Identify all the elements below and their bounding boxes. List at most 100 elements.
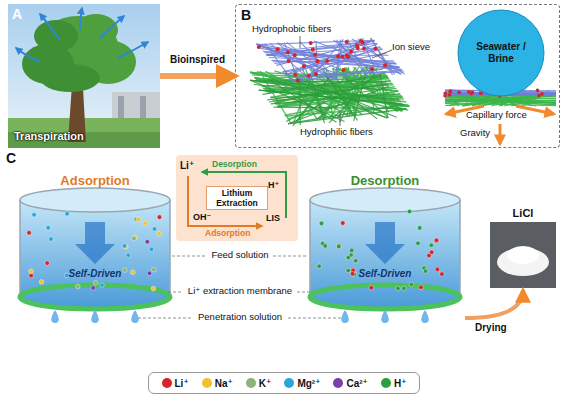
ion-dot [49, 237, 54, 242]
ion-sieve-particle [325, 59, 329, 63]
ion-sieve-particle [449, 89, 453, 93]
label: Hydrophobic fibers [252, 24, 331, 35]
ion-dot [416, 241, 421, 246]
node-text: Lithium Extraction [206, 186, 268, 210]
fiber [288, 109, 407, 124]
leader-line [288, 318, 342, 319]
label: Gravity [460, 128, 490, 139]
ion-dot [323, 244, 328, 249]
droplet [51, 310, 59, 323]
ion-dot [353, 259, 358, 264]
ion-dot [396, 286, 401, 291]
ion-dot [434, 238, 439, 243]
node-text: Self-Driven [15, 268, 175, 280]
legend-item: Ca²⁺ [333, 378, 367, 389]
fiber [260, 48, 402, 70]
ion-sieve-particle [383, 63, 387, 67]
ion-sieve-particle [293, 73, 297, 77]
ion-sieve-particle [287, 59, 291, 63]
ion-sieve-particle [311, 48, 315, 52]
fiber [288, 86, 389, 124]
label: Li⁺ extraction membrane [180, 286, 300, 297]
ion-dot [76, 284, 81, 289]
adsorption-arrow [188, 176, 262, 226]
droplet [91, 310, 99, 323]
legend-text: K⁺ [259, 378, 272, 389]
leader-line [372, 50, 392, 58]
label: Li⁺ [180, 160, 194, 172]
legend-text: Li⁺ [175, 378, 189, 389]
leader-line [273, 256, 308, 257]
ion-sieve-particle [467, 90, 471, 94]
ion-dot [417, 226, 422, 231]
ion-dot [122, 268, 127, 273]
label: C [6, 150, 16, 166]
ion-sieve-particle [307, 74, 311, 78]
fiber [445, 103, 556, 105]
fiber [296, 78, 397, 117]
leader-line [172, 256, 207, 257]
label: Hydrophilic fibers [300, 127, 373, 138]
node-box: DesorptionSelf-Driven [305, 170, 465, 335]
ion-sieve-particle [341, 55, 345, 59]
ion-dot [427, 253, 432, 258]
ion-dot [122, 244, 127, 249]
ion-dot [402, 286, 407, 291]
ion-dot [350, 272, 355, 277]
ion-dot [157, 215, 162, 220]
node-box: ATranspiration [8, 4, 160, 148]
legend-swatch [246, 378, 256, 388]
tank-rim [310, 188, 460, 212]
ion-dot [132, 236, 137, 241]
ion-dot [149, 247, 154, 252]
tree-canopy [40, 64, 100, 92]
tank-wall [19, 200, 21, 297]
ion-sieve-particle [314, 72, 318, 76]
ion-sieve-particle [448, 93, 452, 97]
ion-dot [45, 261, 50, 266]
ion-dot [100, 283, 105, 288]
ion-sieve-particle [471, 91, 475, 95]
legend-item: Li⁺ [162, 378, 189, 389]
ion-sieve-particle [257, 45, 261, 49]
leader-line [138, 318, 192, 319]
legend-text: Ca²⁺ [346, 378, 367, 389]
tank-wall [309, 200, 311, 297]
ion-dot [152, 267, 157, 272]
ion-sieve-particle [536, 89, 540, 93]
legend-item: Na⁺ [202, 378, 233, 389]
transpiration-arrow [118, 42, 148, 58]
ion-sieve-particle [359, 39, 363, 43]
tank-liquid [20, 200, 170, 308]
ion-dot [64, 273, 69, 278]
ion-dot [435, 267, 440, 272]
fiber [445, 100, 556, 101]
transpiration-arrow [40, 14, 60, 40]
label: Penetration solution [190, 312, 290, 323]
transpiration-arrow [100, 16, 124, 38]
ion-dot [423, 269, 428, 274]
edge-label: Bioinspired [170, 54, 225, 66]
legend-item: Mg²⁺ [284, 378, 320, 389]
tank-wall [459, 200, 461, 297]
ion-sieve-particle [296, 79, 300, 83]
desorption-arrow [202, 172, 286, 218]
ion-dot [131, 270, 136, 275]
ion-sieve-particle [345, 40, 349, 44]
ion-sieve-particle [448, 90, 452, 94]
ion-sieve-particle [373, 47, 377, 51]
ion-sieve-particle [341, 68, 345, 72]
ion-sieve-particle [370, 67, 374, 71]
ion-sieve-particle [276, 47, 280, 51]
legend-text: Mg²⁺ [297, 378, 320, 389]
photo-sky [8, 4, 160, 148]
ion-dot [46, 226, 51, 231]
legend-swatch [162, 378, 172, 388]
ion-sieve-particle [336, 54, 340, 58]
node-text: Desorption [305, 174, 465, 189]
connector-arrow [465, 290, 523, 318]
ion-dot [419, 285, 424, 290]
brine-droplet: Seawater / Brine [457, 9, 545, 97]
label: OH⁻ [193, 212, 211, 222]
